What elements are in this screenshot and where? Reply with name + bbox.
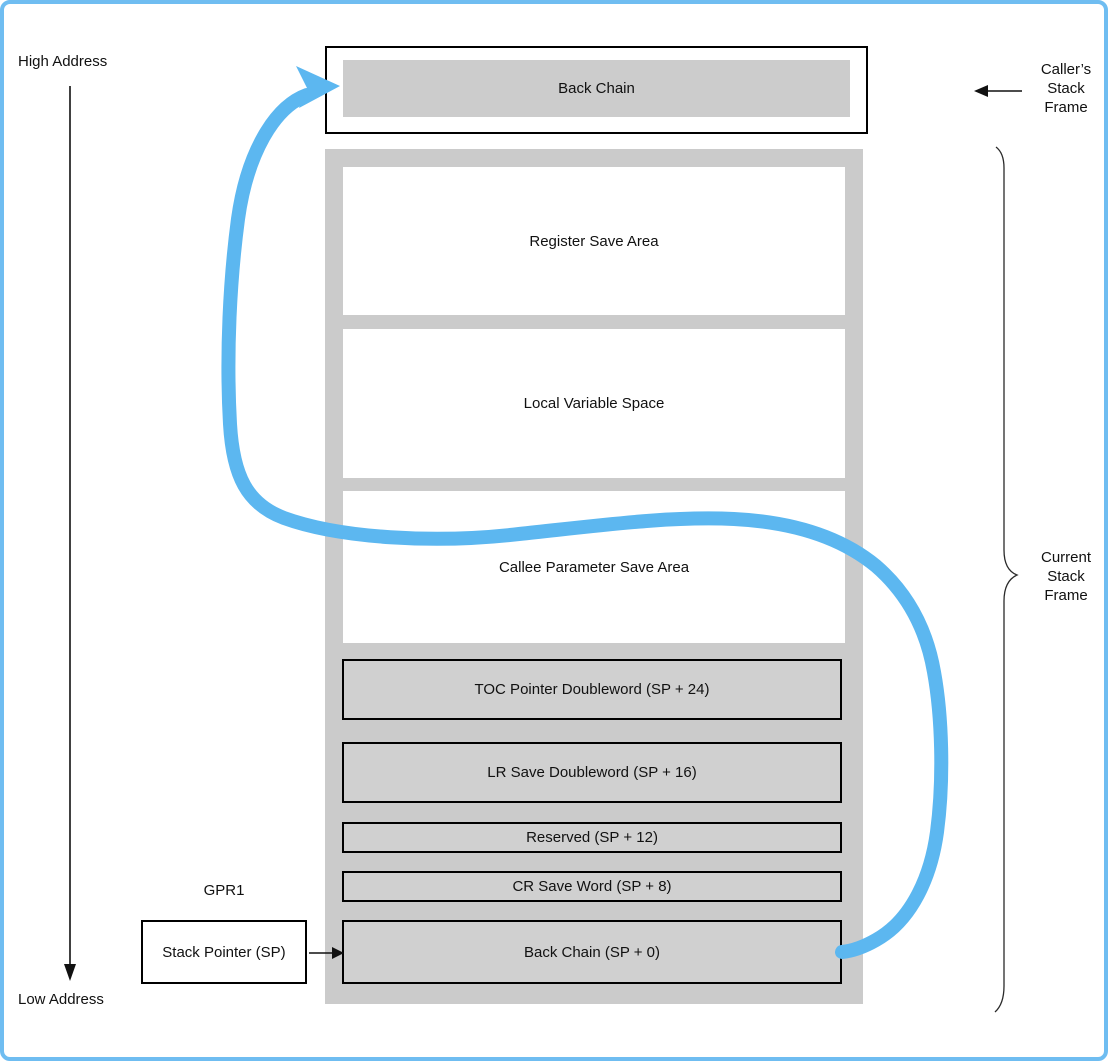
- callers-frame-left-arrow: [974, 85, 1022, 97]
- caller-back-chain-cell: Back Chain: [343, 60, 850, 117]
- gpr1-label: GPR1: [203, 882, 245, 899]
- low-address-label: Low Address: [18, 991, 104, 1008]
- current-frame-brace: [994, 146, 1019, 1013]
- stack-pointer-box: Stack Pointer (SP): [141, 920, 307, 984]
- callee-parameter-save-area: Callee Parameter Save Area: [343, 491, 845, 643]
- current-stack-frame-label: Current Stack Frame: [1040, 549, 1092, 604]
- callers-stack-frame-label: Caller’s Stack Frame: [1040, 61, 1092, 116]
- back-chain-slot: Back Chain (SP + 0): [342, 920, 842, 984]
- register-save-area: Register Save Area: [343, 167, 845, 315]
- lr-save-slot: LR Save Doubleword (SP + 16): [342, 742, 842, 803]
- current-stack-frame-container: Register Save Area Local Variable Space …: [325, 149, 863, 1004]
- reserved-slot: Reserved (SP + 12): [342, 822, 842, 853]
- caller-back-chain-box: Back Chain: [325, 46, 868, 134]
- high-address-label: High Address: [18, 53, 108, 70]
- local-variable-space: Local Variable Space: [343, 329, 845, 478]
- address-direction-arrow: [64, 86, 76, 981]
- cr-save-slot: CR Save Word (SP + 8): [342, 871, 842, 902]
- toc-pointer-slot: TOC Pointer Doubleword (SP + 24): [342, 659, 842, 720]
